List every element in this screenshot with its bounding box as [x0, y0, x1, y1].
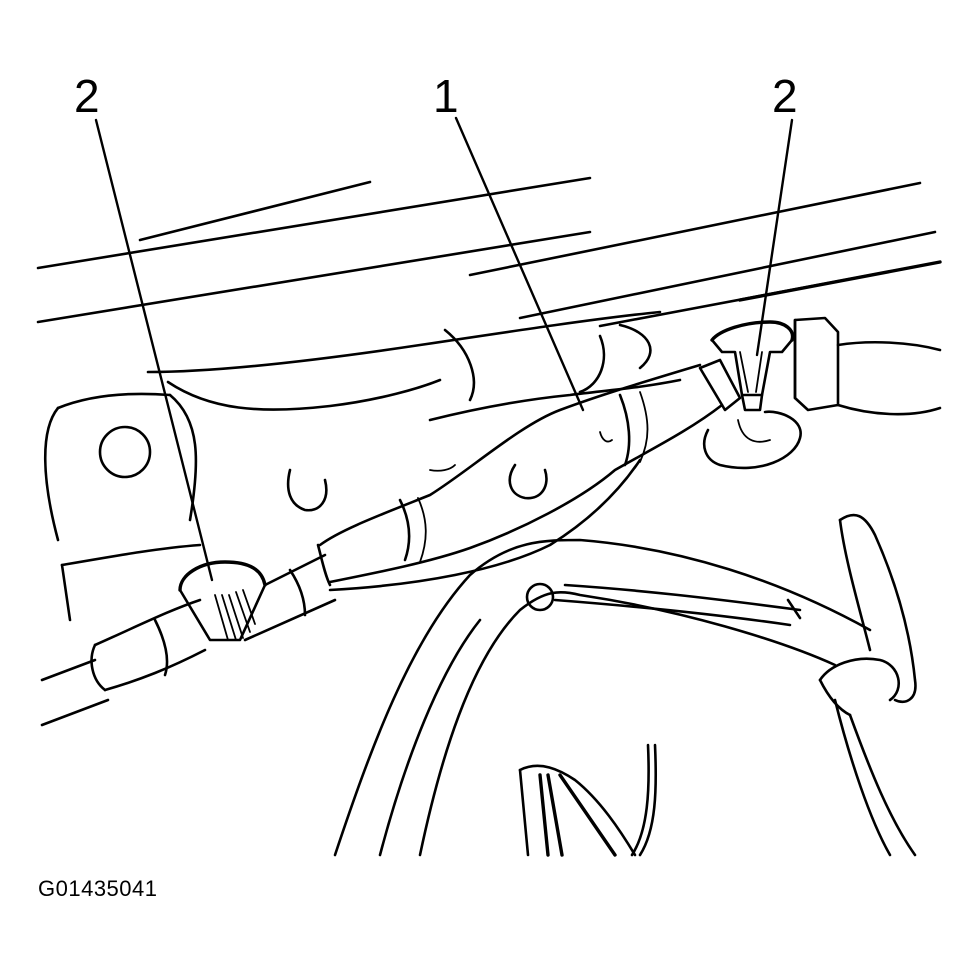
- panel-hole: [98, 425, 152, 479]
- upper-panel-lines: [36, 176, 942, 328]
- callout-label-center: 1: [433, 70, 459, 122]
- figure-id: G01435041: [38, 876, 158, 901]
- lower-trim-panel: [333, 513, 917, 857]
- wiring-harness: [316, 363, 724, 592]
- callout-label-right: 2: [772, 70, 798, 122]
- right-push-clip: [698, 320, 795, 412]
- structural-panel: [43, 310, 682, 622]
- callout-label-left: 2: [74, 70, 100, 122]
- callout-leaders: [94, 116, 794, 582]
- leader-right-2: [755, 118, 794, 357]
- left-connector-clip: [40, 553, 337, 727]
- leader-center-1: [454, 116, 585, 412]
- leader-left-2: [94, 118, 214, 582]
- right-bracket: [703, 316, 942, 470]
